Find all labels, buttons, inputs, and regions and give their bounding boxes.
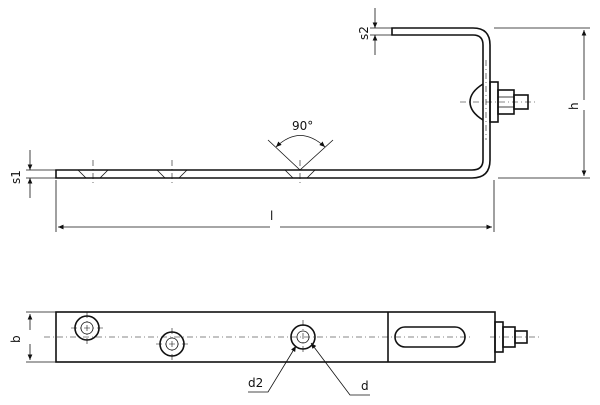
dimension-b: b bbox=[9, 311, 56, 363]
top-view: b d2 d bbox=[9, 311, 540, 396]
side-view: 90° s1 s2 h bbox=[9, 8, 590, 232]
top-hole-2 bbox=[156, 328, 188, 360]
countersunk-hole-3 bbox=[284, 160, 316, 186]
h-label: h bbox=[567, 102, 581, 110]
countersunk-hole-2 bbox=[156, 160, 188, 186]
bolt-assembly bbox=[460, 60, 538, 140]
top-bolt bbox=[490, 321, 540, 353]
dimension-s1: s1 bbox=[9, 150, 56, 198]
top-hole-1 bbox=[71, 312, 103, 344]
bracket-strip-outer bbox=[55, 27, 491, 179]
s2-label: s2 bbox=[357, 26, 371, 40]
top-hole-3 bbox=[290, 320, 316, 354]
angle-annotation: 90° bbox=[267, 119, 334, 171]
slot bbox=[394, 326, 466, 348]
l-label: l bbox=[270, 209, 273, 223]
leader-d: d bbox=[310, 342, 370, 396]
countersunk-hole-1 bbox=[77, 160, 109, 186]
strip-top-outline bbox=[55, 311, 496, 363]
d2-label: d2 bbox=[248, 376, 263, 390]
b-label: b bbox=[9, 335, 23, 343]
dimension-h: h bbox=[494, 27, 590, 179]
dimension-s2: s2 bbox=[357, 8, 392, 55]
d-label: d bbox=[361, 379, 369, 393]
s1-label: s1 bbox=[9, 170, 23, 184]
leader-d2: d2 bbox=[248, 345, 297, 393]
angle-label: 90° bbox=[292, 119, 313, 133]
dimension-l: l bbox=[55, 180, 495, 232]
